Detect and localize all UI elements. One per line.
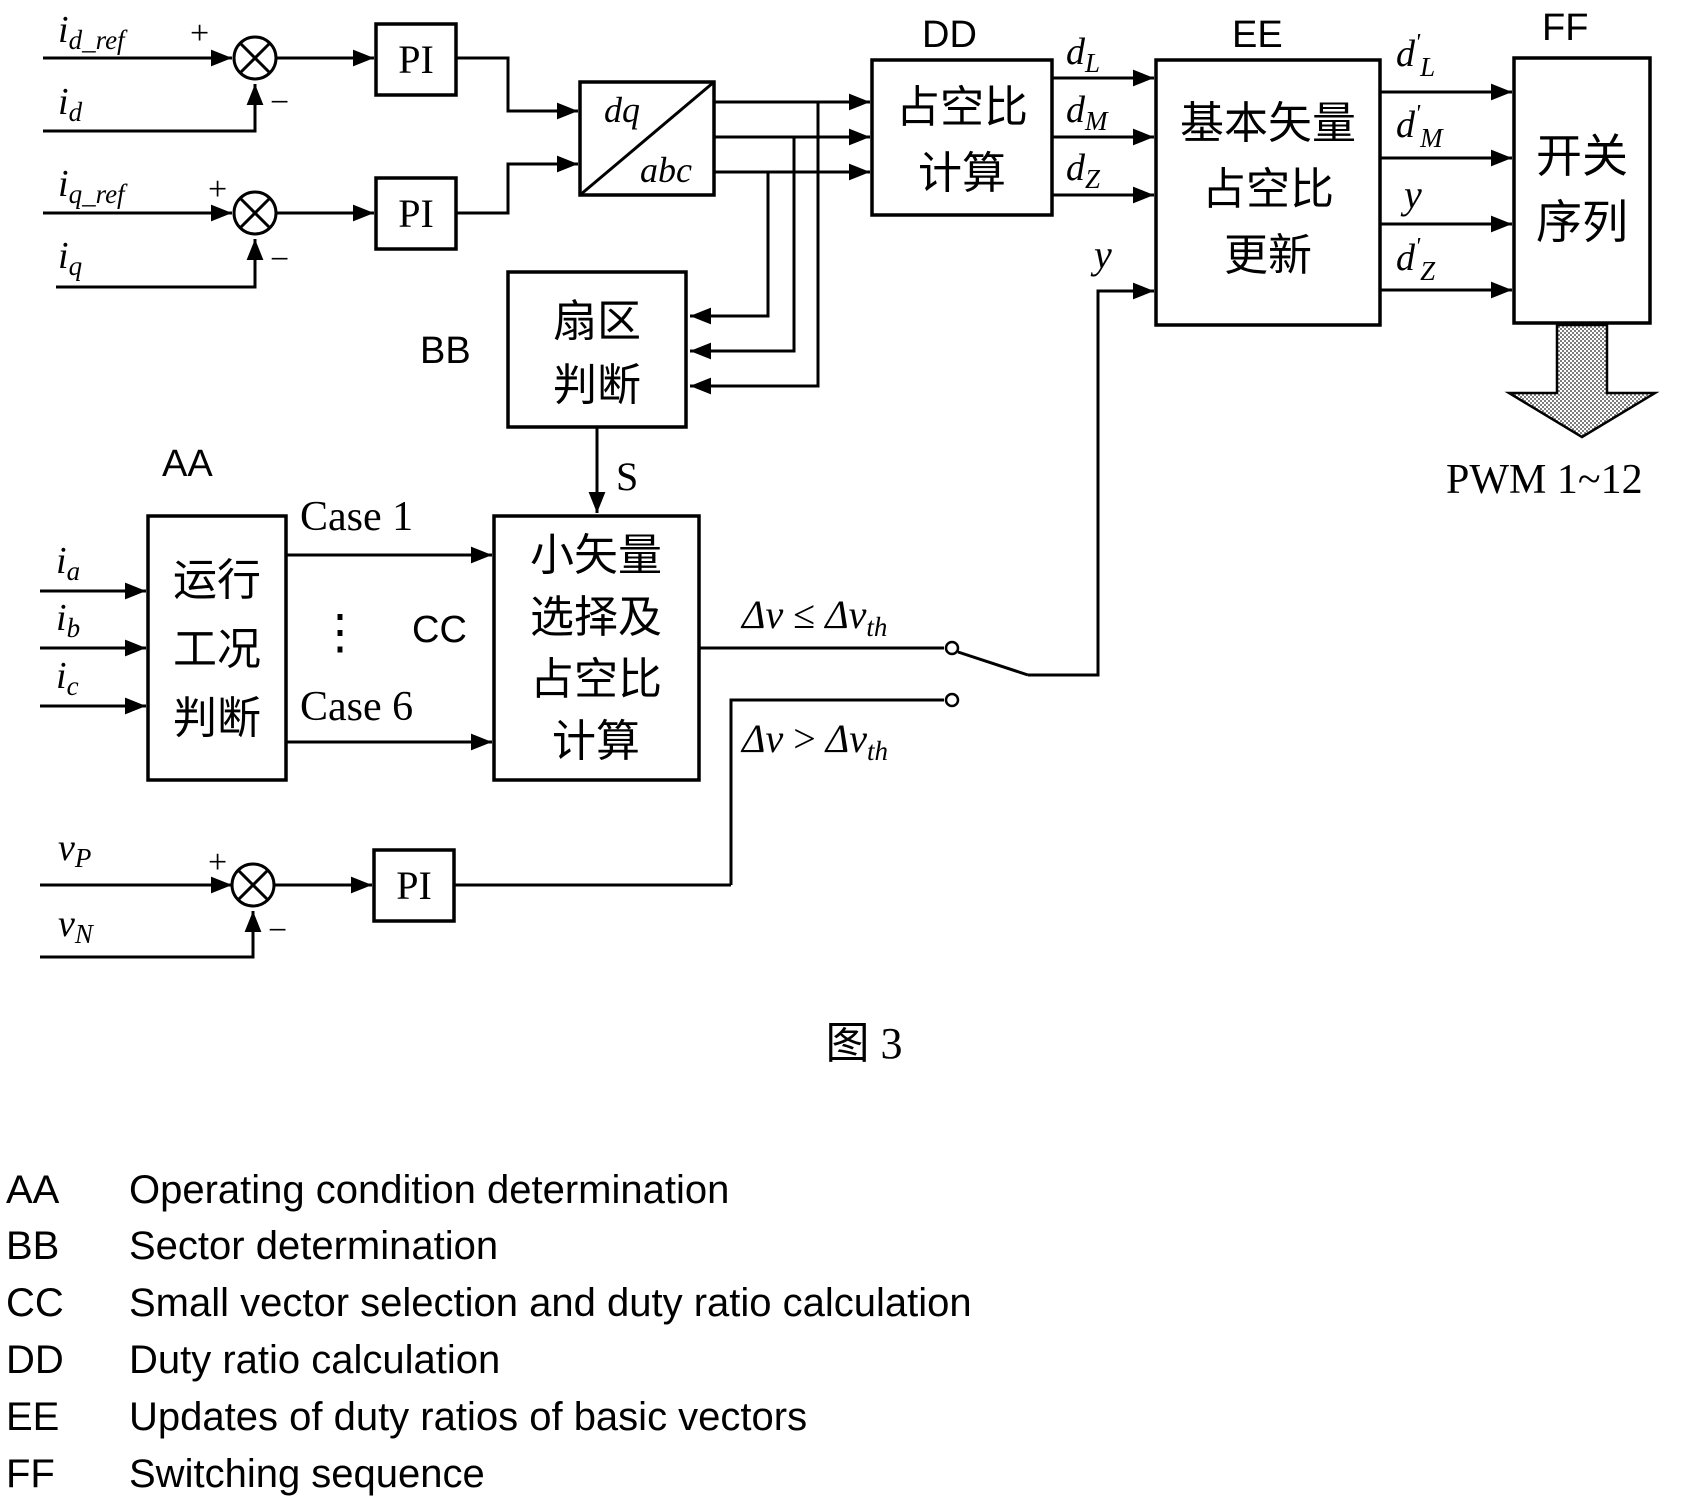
label-CC: CC: [412, 609, 467, 651]
signal-ia: ia: [56, 540, 80, 586]
legend-code: CC: [6, 1281, 64, 1325]
pi-block-d: [374, 22, 458, 97]
signal-vp: vP: [58, 827, 91, 873]
legend-description: Sector determination: [129, 1224, 499, 1268]
legend-description: Operating condition determination: [129, 1168, 730, 1212]
minus-sign: −: [270, 241, 289, 278]
pi-label: PI: [398, 191, 434, 236]
pi-block-v: [372, 848, 456, 923]
plus-sign: +: [208, 844, 227, 881]
legend-code: BB: [6, 1224, 60, 1268]
label-EE: EE: [1232, 14, 1283, 56]
signal-dZ-prime: d'Z: [1396, 234, 1436, 286]
sector-text: 扇区: [553, 297, 641, 346]
signal-y-in: y: [1090, 232, 1112, 277]
operating-text: 判断: [173, 694, 261, 743]
case-1-label: Case 1: [300, 494, 413, 540]
signal-y-out: y: [1400, 172, 1422, 217]
signal-id-ref: id_ref: [58, 9, 128, 55]
plus-sign: +: [208, 171, 227, 208]
pwm-output-arrow: [1504, 323, 1660, 439]
summing-junction-q: [232, 190, 278, 236]
signal-dM: dM: [1066, 89, 1109, 136]
dq-abc-transform: dq abc: [578, 80, 716, 197]
case-ellipsis: ⋮: [316, 606, 364, 659]
sector-text: 判断: [553, 361, 641, 410]
signal-id: id: [58, 81, 83, 127]
condition-gt-label: Δv > Δvth: [740, 716, 888, 766]
minus-sign: −: [270, 84, 289, 121]
update-text: 基本矢量: [1180, 99, 1356, 148]
legend-description: Duty ratio calculation: [129, 1338, 501, 1382]
small-vector-text: 小矢量: [530, 531, 662, 580]
pi-label: PI: [396, 863, 432, 908]
condition-le-label: Δv ≤ Δvth: [740, 592, 887, 642]
duty-text: 占空比: [896, 83, 1028, 132]
signal-iq: iq: [58, 235, 82, 281]
small-vector-text: 计算: [552, 717, 640, 766]
switching-text: 序列: [1536, 197, 1628, 248]
operating-text: 工况: [173, 625, 261, 674]
signal-ic: ic: [56, 655, 79, 701]
duty-text: 计算: [918, 149, 1006, 198]
d-axis-loop: id_ref id + − PI: [43, 9, 578, 133]
case-6-label: Case 6: [300, 684, 413, 730]
plus-sign: +: [190, 15, 209, 52]
legend-code: AA: [6, 1168, 60, 1212]
summing-junction-v: [230, 862, 276, 908]
label-DD: DD: [922, 14, 977, 56]
small-vector-text: 选择及: [530, 593, 662, 642]
legend-code: DD: [6, 1338, 64, 1382]
pi-label: PI: [398, 37, 434, 82]
small-vector-block: 小矢量 选择及 占空比 计算: [492, 514, 701, 782]
signal-dM-prime: d'M: [1396, 101, 1444, 153]
signal-S: S: [616, 454, 638, 499]
signal-dL: dL: [1066, 31, 1100, 78]
voltage-loop: vP vN + − PI: [40, 827, 731, 959]
control-block-diagram: AA BB CC DD EE FF id_ref id + − PI iq_re…: [40, 7, 1660, 1068]
switching-sequence-block: 开关 序列: [1512, 56, 1652, 325]
switching-text: 开关: [1536, 131, 1628, 182]
selector-switch: [699, 282, 1154, 885]
sector-determination-block: 扇区 判断: [506, 270, 688, 429]
label-AA: AA: [162, 443, 213, 485]
duty-update-block: 基本矢量 占空比 更新: [1154, 58, 1382, 327]
dq-label: dq: [604, 90, 640, 130]
legend-description: Updates of duty ratios of basic vectors: [129, 1395, 808, 1439]
signal-iq-ref: iq_ref: [58, 163, 128, 209]
signal-ib: ib: [56, 597, 80, 643]
small-vector-text: 占空比: [530, 655, 662, 704]
label-FF: FF: [1542, 7, 1588, 49]
legend-code: EE: [6, 1395, 60, 1439]
q-axis-loop: iq_ref iq + − PI: [43, 155, 578, 289]
summing-junction-d: [232, 35, 278, 81]
legend-code: FF: [6, 1452, 55, 1496]
signal-dL-prime: d'L: [1396, 30, 1435, 82]
abc-label: abc: [640, 150, 692, 190]
signal-dZ: dZ: [1066, 147, 1101, 194]
signal-vn: vN: [58, 903, 95, 949]
pwm-label: PWM 1~12: [1446, 457, 1643, 503]
update-text: 占空比: [1202, 165, 1334, 214]
legend-description: Small vector selection and duty ratio ca…: [129, 1281, 972, 1325]
minus-sign: −: [268, 912, 287, 949]
operating-condition-block: 运行 工况 判断: [146, 514, 288, 782]
label-BB: BB: [420, 330, 471, 372]
duty-ratio-block: 占空比 计算: [870, 58, 1054, 217]
operating-text: 运行: [173, 556, 261, 605]
figure-caption: 图 3: [826, 1019, 903, 1068]
update-text: 更新: [1224, 231, 1312, 280]
legend-description: Switching sequence: [129, 1452, 485, 1496]
